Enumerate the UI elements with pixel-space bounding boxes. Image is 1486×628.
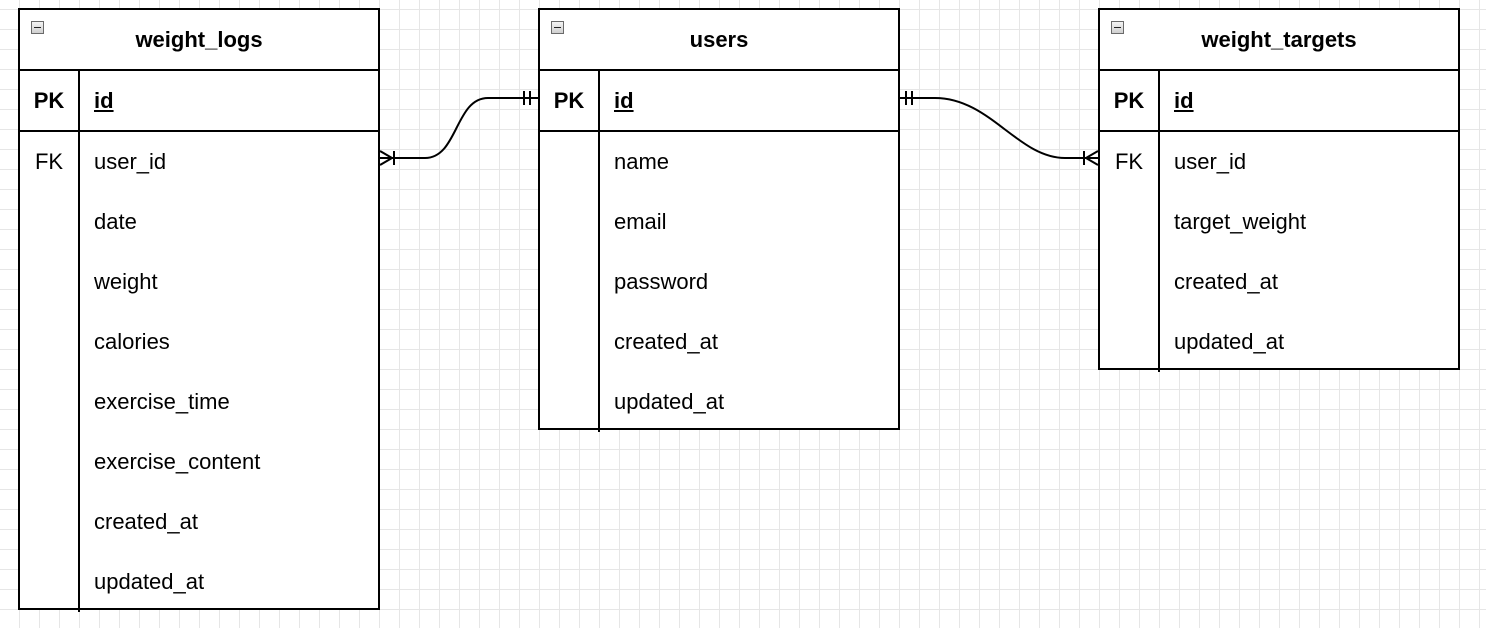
field-row[interactable]: weight: [20, 252, 378, 312]
key-badge: [20, 492, 80, 552]
field-name: id: [614, 87, 634, 113]
entity-weight-logs[interactable]: weight_logs PK id FK user_id date weight …: [18, 8, 380, 612]
field-name: updated_at: [1174, 329, 1285, 354]
field-name: name: [614, 149, 670, 174]
field-row[interactable]: FK user_id: [20, 132, 378, 192]
field-row[interactable]: calories: [20, 312, 378, 372]
entity-title: users: [689, 26, 749, 52]
field-row[interactable]: password: [540, 252, 898, 312]
key-badge: [540, 132, 600, 192]
field-row[interactable]: target_weight: [1100, 192, 1458, 252]
collapse-icon[interactable]: [551, 21, 564, 34]
relationship-users-weight-targets[interactable]: [900, 91, 1099, 166]
primary-key-row[interactable]: PK id: [20, 71, 378, 132]
field-name: user_id: [1174, 149, 1247, 174]
field-name: email: [614, 209, 667, 234]
key-badge: [20, 192, 80, 252]
field-row[interactable]: exercise_time: [20, 372, 378, 432]
field-name: date: [94, 209, 137, 234]
field-name: weight: [94, 269, 158, 294]
key-badge: [540, 252, 600, 312]
field-row[interactable]: FK user_id: [1100, 132, 1458, 192]
field-name: updated_at: [614, 389, 725, 414]
key-badge: [20, 552, 80, 612]
field-row[interactable]: email: [540, 192, 898, 252]
key-badge: [20, 432, 80, 492]
field-list: FK user_id date weight calories exercise_…: [20, 132, 378, 612]
field-row[interactable]: updated_at: [20, 552, 378, 612]
entity-header: users: [540, 10, 898, 71]
entity-title: weight_logs: [135, 26, 263, 52]
relationship-users-weight-logs[interactable]: [379, 91, 538, 166]
field-name: created_at: [94, 509, 198, 534]
primary-key-row[interactable]: PK id: [1100, 71, 1458, 132]
key-badge: FK: [20, 132, 80, 192]
key-badge: [1100, 192, 1160, 252]
field-row[interactable]: updated_at: [540, 372, 898, 432]
key-badge: PK: [540, 71, 600, 130]
field-row[interactable]: exercise_content: [20, 432, 378, 492]
key-badge: [20, 312, 80, 372]
field-list: name email password created_at updated_a…: [540, 132, 898, 432]
key-badge: FK: [1100, 132, 1160, 192]
field-list: FK user_id target_weight created_at updat…: [1100, 132, 1458, 372]
field-row[interactable]: created_at: [1100, 252, 1458, 312]
field-name: exercise_content: [94, 449, 261, 474]
field-row[interactable]: created_at: [20, 492, 378, 552]
entity-users[interactable]: users PK id name email password created_…: [538, 8, 900, 432]
entity-header: weight_targets: [1100, 10, 1458, 71]
field-name: user_id: [94, 149, 167, 174]
entity-title: weight_targets: [1201, 26, 1357, 52]
key-badge: [20, 252, 80, 312]
field-name: password: [614, 269, 709, 294]
collapse-icon[interactable]: [1111, 21, 1124, 34]
field-name: exercise_time: [94, 389, 230, 414]
key-badge: [1100, 252, 1160, 312]
key-badge: PK: [20, 71, 80, 130]
field-name: created_at: [1174, 269, 1278, 294]
field-row[interactable]: date: [20, 192, 378, 252]
key-badge: [540, 312, 600, 372]
key-badge: [540, 372, 600, 432]
field-name: calories: [94, 329, 170, 354]
entity-header: weight_logs: [20, 10, 378, 71]
field-name: target_weight: [1174, 209, 1307, 234]
field-row[interactable]: created_at: [540, 312, 898, 372]
field-name: id: [94, 87, 114, 113]
collapse-icon[interactable]: [31, 21, 44, 34]
key-badge: [1100, 312, 1160, 372]
key-badge: [540, 192, 600, 252]
field-name: created_at: [614, 329, 718, 354]
field-row[interactable]: name: [540, 132, 898, 192]
key-badge: PK: [1100, 71, 1160, 130]
entity-weight-targets[interactable]: weight_targets PK id FK user_id target_we…: [1098, 8, 1460, 372]
primary-key-row[interactable]: PK id: [540, 71, 898, 132]
key-badge: [20, 372, 80, 432]
field-row[interactable]: updated_at: [1100, 312, 1458, 372]
field-name: id: [1174, 87, 1194, 113]
field-name: updated_at: [94, 569, 205, 594]
